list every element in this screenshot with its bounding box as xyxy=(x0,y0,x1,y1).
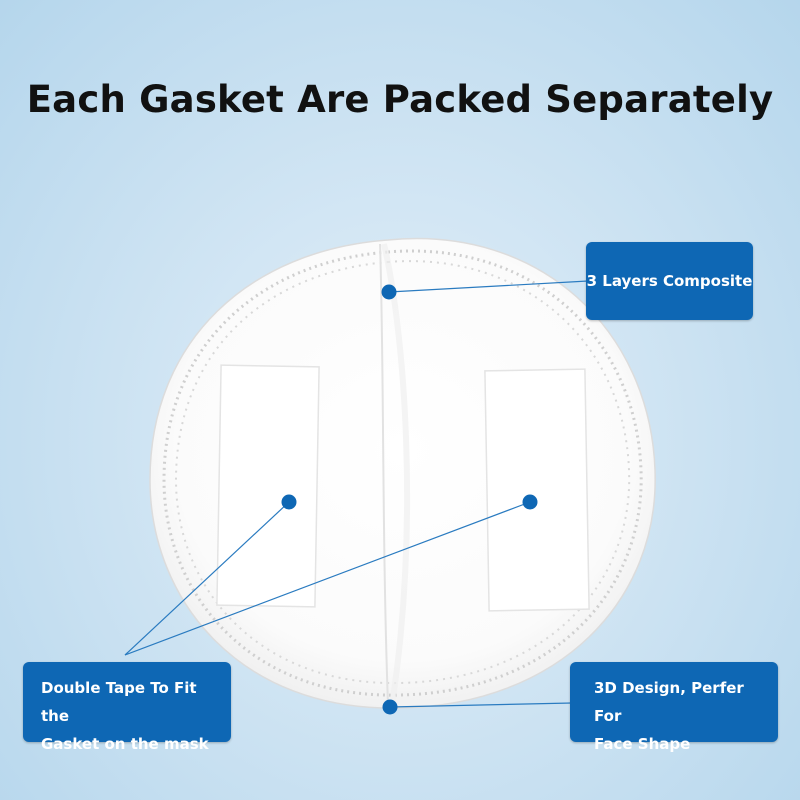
left-tape-pad xyxy=(216,364,320,608)
callout-layers-text: 3 Layers Composite xyxy=(586,272,753,290)
marker-dot-tape-right xyxy=(522,494,538,510)
marker-dot-design xyxy=(382,699,398,715)
callout-tape-line1: Double Tape To Fit the xyxy=(41,679,197,725)
callout-design-line2: Face Shape xyxy=(594,735,691,753)
leader-line-design xyxy=(389,702,573,708)
callout-tape-line2: Gasket on the mask xyxy=(41,735,209,753)
callout-double-tape: Double Tape To Fit the Gasket on the mas… xyxy=(23,662,231,753)
callout-design-line1: 3D Design, Perfer For xyxy=(594,679,744,725)
center-fold xyxy=(379,243,389,706)
leader-line-tape-left xyxy=(124,501,290,656)
callout-layers: 3 Layers Composite xyxy=(586,242,753,320)
marker-dot-layers xyxy=(381,284,397,300)
headline: Each Gasket Are Packed Separately xyxy=(26,78,774,121)
right-tape-pad xyxy=(484,368,590,612)
callout-3d-design: 3D Design, Perfer For Face Shape xyxy=(570,662,778,753)
leader-line-tape-right xyxy=(124,501,531,656)
mask-rim-stitching xyxy=(162,249,643,697)
marker-dot-tape-left xyxy=(281,494,297,510)
leader-line-layers xyxy=(388,280,589,293)
